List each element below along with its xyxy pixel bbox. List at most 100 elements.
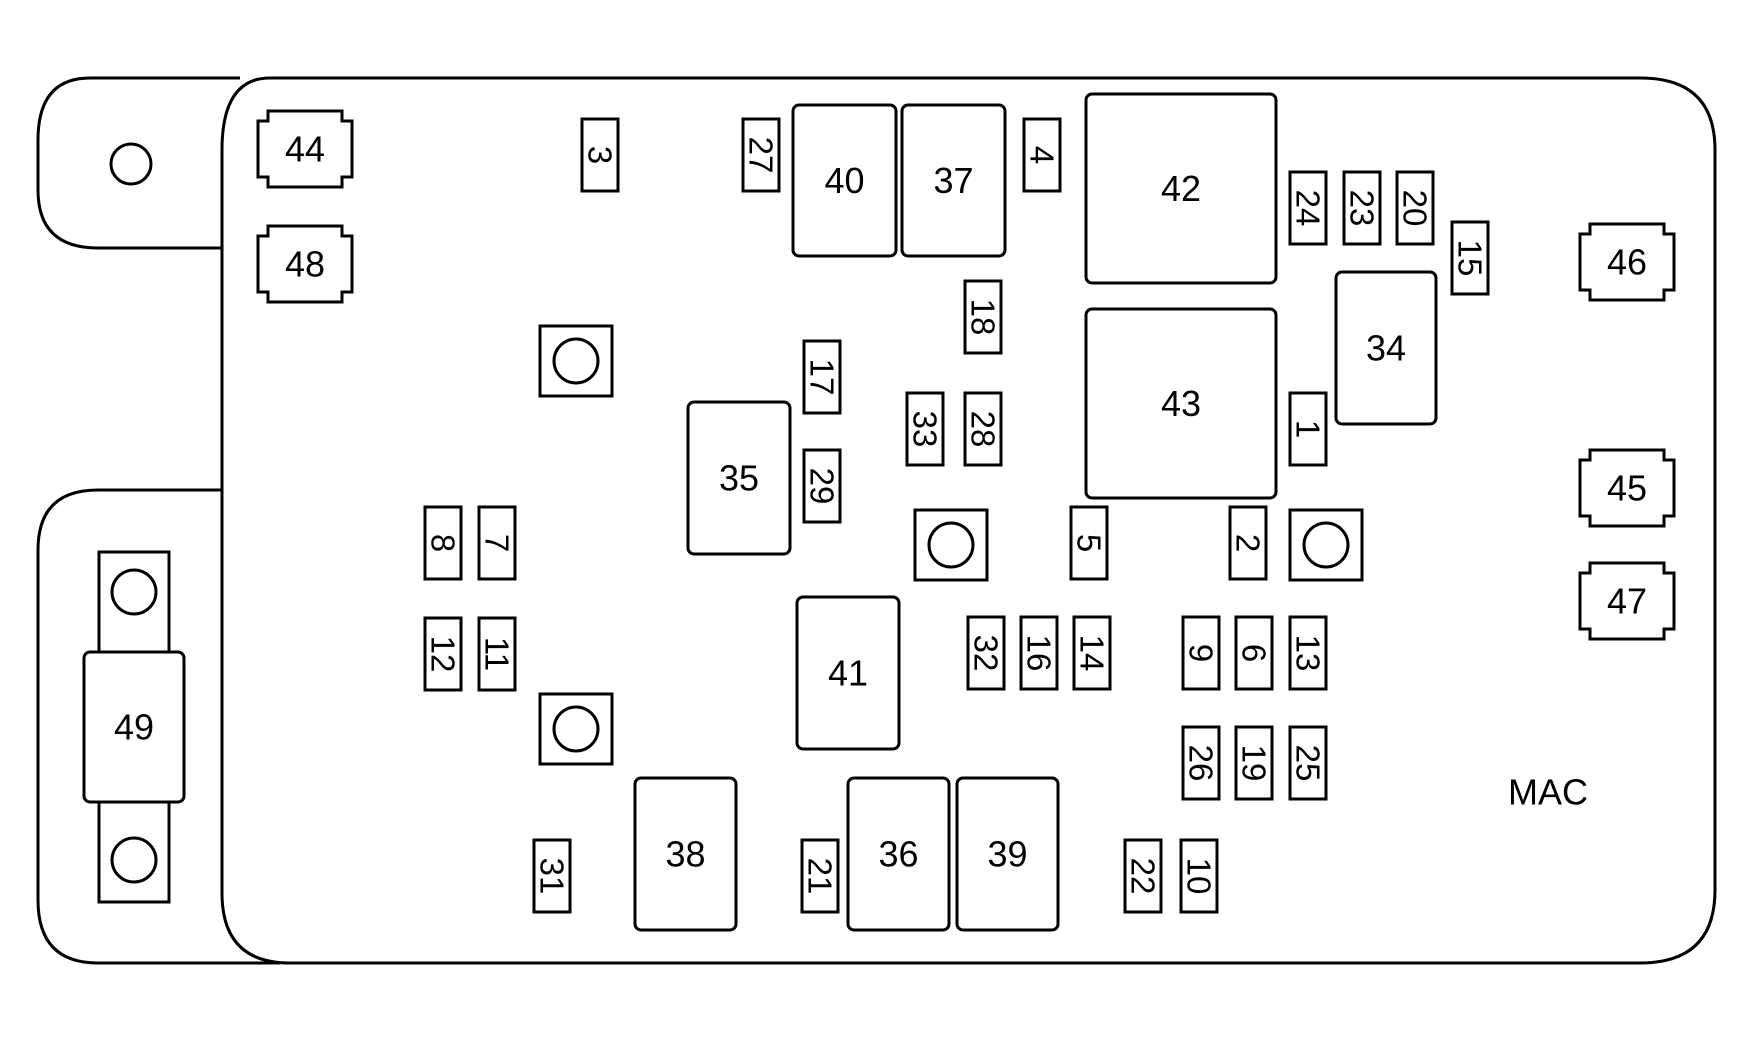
relay-35-body <box>686 400 792 556</box>
fuse-5: 5 <box>1069 505 1109 581</box>
fuse-5-label: 5 <box>1071 534 1108 552</box>
mounting-hole-tab <box>109 142 153 186</box>
fuse-15: 15 <box>1450 220 1490 296</box>
fuse-14-body <box>1072 615 1112 691</box>
fuse-26-label: 26 <box>1183 745 1220 782</box>
relay-44-body <box>256 109 354 189</box>
relay-42-body <box>1084 92 1278 285</box>
stud-square-4 <box>1288 508 1364 582</box>
relay-45-label: 45 <box>1607 468 1647 509</box>
fuse-8-label: 8 <box>425 534 462 552</box>
fuse-6-body <box>1234 615 1274 691</box>
fuse-26: 26 <box>1181 725 1221 801</box>
relay-45-body <box>1578 448 1676 528</box>
fuse-23: 23 <box>1342 170 1382 246</box>
fuse-28: 28 <box>963 391 1003 467</box>
fuse-25-body <box>1288 725 1328 801</box>
relay-47-label: 47 <box>1607 581 1647 622</box>
fuse-22-body <box>1123 838 1163 914</box>
fuse-29: 29 <box>802 448 842 524</box>
fuse-20-label: 20 <box>1397 190 1434 227</box>
fuse-27-label: 27 <box>743 137 780 174</box>
fuse-11-body <box>477 616 517 692</box>
stud-square-3-hole <box>927 521 975 569</box>
relay-42-label: 42 <box>1161 168 1201 209</box>
fuse-16-label: 16 <box>1021 635 1058 672</box>
fuse-23-body <box>1342 170 1382 246</box>
fuse-15-body <box>1450 220 1490 296</box>
fuse-13: 13 <box>1288 615 1328 691</box>
relay-41-label: 41 <box>828 653 868 694</box>
fuse-10: 10 <box>1179 838 1219 914</box>
fuse-4: 4 <box>1022 117 1062 193</box>
relay-48-label: 48 <box>285 244 325 285</box>
fuse-15-label: 15 <box>1452 240 1489 277</box>
relay-43: 43 <box>1084 307 1278 500</box>
fuse-31-label: 31 <box>534 858 571 895</box>
relay-46: 46 <box>1578 222 1676 302</box>
fuse-1: 1 <box>1288 391 1328 467</box>
fuse-33: 33 <box>905 391 945 467</box>
maxi-fuse-49: 49 <box>82 550 186 904</box>
relay-35: 35 <box>686 400 792 556</box>
relay-38: 38 <box>633 776 738 932</box>
fuse-3-label: 3 <box>582 146 619 164</box>
fuse-22: 22 <box>1123 838 1163 914</box>
relay-47: 47 <box>1578 561 1676 641</box>
fuse-19-label: 19 <box>1236 745 1273 782</box>
relay-37: 37 <box>900 103 1007 258</box>
fuse-12: 12 <box>423 616 463 692</box>
relay-39: 39 <box>955 776 1060 932</box>
relay-36: 36 <box>846 776 951 932</box>
fuse-49-body <box>82 650 186 804</box>
fuse-21-label: 21 <box>802 858 839 895</box>
fuse-14: 14 <box>1072 615 1112 691</box>
relay-43-label: 43 <box>1161 383 1201 424</box>
stud-square-4-hole <box>1302 521 1350 569</box>
fuse-7-body <box>477 505 517 581</box>
relay-46-body <box>1578 222 1676 302</box>
fuse-3-body <box>580 117 620 193</box>
relay-37-body <box>900 103 1007 258</box>
relay-36-body <box>846 776 951 932</box>
fuse-32-body <box>966 615 1006 691</box>
fuse-26-body <box>1181 725 1221 801</box>
fuse-29-label: 29 <box>804 468 841 505</box>
fuse-2-body <box>1228 505 1268 581</box>
relay-38-label: 38 <box>665 834 705 875</box>
fuse-33-body <box>905 391 945 467</box>
relay-48: 48 <box>256 224 354 304</box>
fuse-4-label: 4 <box>1024 146 1061 164</box>
fuse-28-label: 28 <box>965 411 1002 448</box>
fuse-24-label: 24 <box>1290 190 1327 227</box>
relay-41-body <box>795 595 901 751</box>
fuse-49-terminal-top-hole <box>110 568 158 616</box>
stud-square-1-hole <box>552 337 600 385</box>
fuse-17-body <box>802 339 842 415</box>
fuse-33-label: 33 <box>907 411 944 448</box>
fuse-31-body <box>532 838 572 914</box>
relay-37-label: 37 <box>933 160 973 201</box>
fuse-20-body <box>1395 170 1435 246</box>
fuse-2: 2 <box>1228 505 1268 581</box>
fuse-16-body <box>1019 615 1059 691</box>
fuse-8: 8 <box>423 505 463 581</box>
stud-square-2-hole <box>552 705 600 753</box>
fuse-6-label: 6 <box>1236 644 1273 662</box>
relay-40-label: 40 <box>824 160 864 201</box>
relay-42: 42 <box>1084 92 1278 285</box>
fuse-9-body <box>1181 615 1221 691</box>
relay-41: 41 <box>795 595 901 751</box>
relay-40: 40 <box>791 103 898 258</box>
relay-45: 45 <box>1578 448 1676 528</box>
fuse-6: 6 <box>1234 615 1274 691</box>
fuse-17: 17 <box>802 339 842 415</box>
fuse-32-label: 32 <box>968 635 1005 672</box>
fuse-12-body <box>423 616 463 692</box>
fuse-21-body <box>800 838 840 914</box>
fuse-11-label: 11 <box>479 637 516 671</box>
fuse-5-body <box>1069 505 1109 581</box>
relay-44-label: 44 <box>285 129 325 170</box>
fuse-12-label: 12 <box>425 636 462 673</box>
relay-44: 44 <box>256 109 354 189</box>
